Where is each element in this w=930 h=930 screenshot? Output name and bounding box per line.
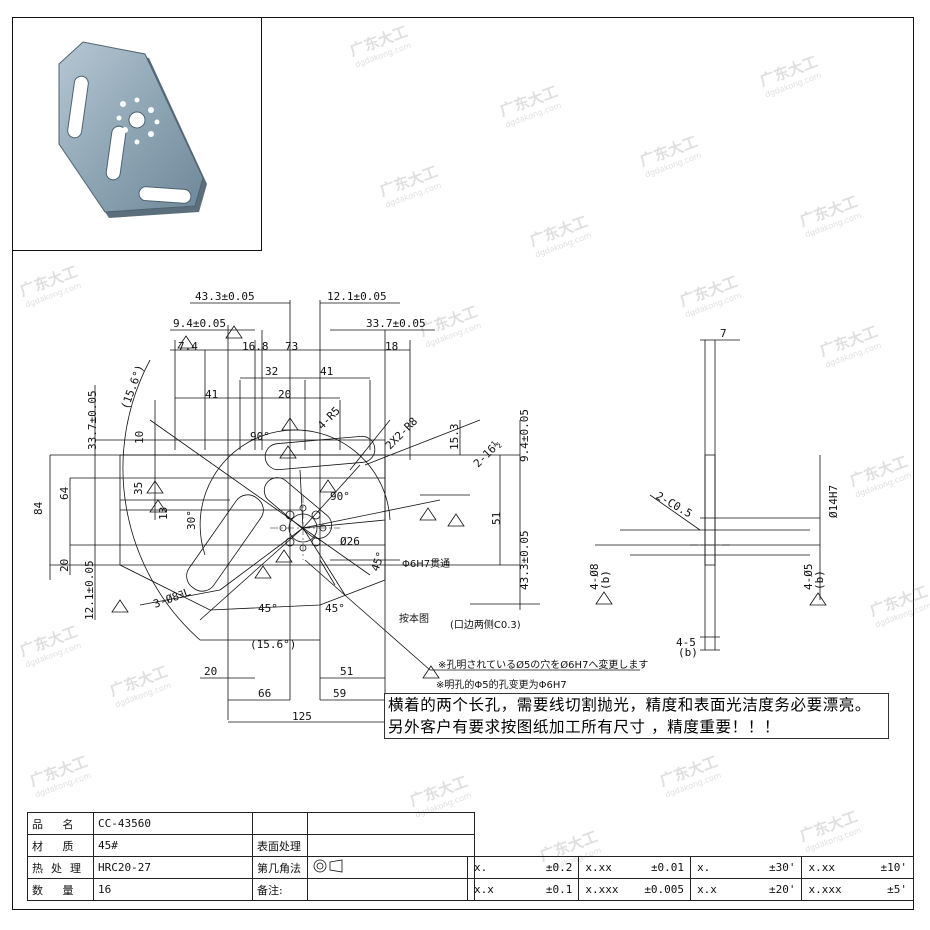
side-dim-4-08: 4-Ø8 xyxy=(588,564,601,591)
dim-32: 32 xyxy=(265,365,278,378)
value-surface-treatment xyxy=(307,834,475,857)
value-remarks xyxy=(307,878,475,901)
dim-41: 41 xyxy=(320,365,333,378)
tol-cell: x.x±20' xyxy=(690,878,803,901)
dim-bot-66: 66 xyxy=(258,687,271,700)
note-japanese: ※孔明されているØ5の穴をØ6H7へ変更します xyxy=(438,658,648,671)
ang-45a: 45° xyxy=(369,550,388,573)
dim-right-15-3: 15.3 xyxy=(448,424,461,451)
tol-cell: x.xxx±5' xyxy=(801,878,914,901)
dim-angle-15-6: (15.6°) xyxy=(119,363,147,411)
tolerance-row: x.±0.2 x.xx±0.01 x.±30' x.xx±10' xyxy=(466,856,914,879)
value-part-name: CC-43560 xyxy=(93,812,253,835)
value-empty xyxy=(307,812,475,835)
dim-16-8: 16.8 xyxy=(242,340,269,353)
side-dim-c05: 2-C0.5 xyxy=(654,489,695,520)
dim-41b: 41 xyxy=(205,388,218,401)
dim-right-51: 51 xyxy=(490,512,503,525)
value-quantity: 16 xyxy=(93,878,253,901)
tol-cell: x.±30' xyxy=(690,856,803,879)
isometric-view-box xyxy=(12,17,262,251)
side-dim-4-05: 4-Ø5 xyxy=(802,564,815,591)
side-dim-14h7: Ø14H7 xyxy=(827,485,840,518)
note-by-drawing: 按本图 xyxy=(399,612,429,625)
isometric-part-image xyxy=(58,41,207,218)
projection-symbol-cell xyxy=(307,856,475,879)
dim-left-35: 35 xyxy=(132,482,145,495)
tol-cell: x.xxx±0.005 xyxy=(578,878,692,901)
dim-right-9-4: 9.4±0.05 xyxy=(518,409,531,462)
slot-left xyxy=(186,494,264,592)
label-projection: 第几角法 xyxy=(252,856,308,879)
value-heat-treatment: HRC20-27 xyxy=(93,856,253,879)
tolerance-row: x.x±0.1 x.xxx±0.005 x.x±20' x.xxx±5' xyxy=(466,878,914,901)
note-c03: (口边两侧C0.3) xyxy=(450,618,521,631)
ang-30: 30° xyxy=(185,510,198,530)
ang-90a: 90° xyxy=(250,430,270,443)
title-row: 材 质 45# 表面处理 xyxy=(27,834,475,857)
dim-holes-3: 3-Ø8ﾖL xyxy=(152,585,193,611)
label-quantity: 数 量 xyxy=(27,878,94,901)
dim-43-3: 43.3±0.05 xyxy=(195,290,255,303)
first-angle-projection-icon xyxy=(313,859,343,873)
dim-73: 73 xyxy=(285,340,298,353)
dim-left-20: 20 xyxy=(58,559,71,572)
label-surface-treatment: 表面处理 xyxy=(252,834,308,857)
dim-bot-15-6: (15.6°) xyxy=(250,638,296,651)
side-dim-b3: (b) xyxy=(678,646,698,659)
title-block: 品 名 CC-43560 材 质 45# 表面处理 热处理 HRC20-27 第… xyxy=(27,812,914,902)
side-dim-b2: (b) xyxy=(813,570,826,590)
dim-bot-51: 51 xyxy=(340,665,353,678)
big-arc xyxy=(199,429,391,556)
note-chinese: ※明孔的Φ5的孔变更为Φ6H7 xyxy=(436,678,567,691)
title-block-table: 品 名 CC-43560 材 质 45# 表面处理 热处理 HRC20-27 第… xyxy=(27,812,475,901)
label-remarks: 备注: xyxy=(252,878,308,901)
ang-45b: 45° xyxy=(258,602,278,615)
title-row: 热处理 HRC20-27 第几角法 xyxy=(27,856,475,879)
dim-bot-59: 59 xyxy=(333,687,346,700)
dim-r5: 4-R5 xyxy=(315,404,343,432)
value-material: 45# xyxy=(93,834,253,857)
dim-bot-20: 20 xyxy=(204,665,217,678)
dim-left-12-1: 12.1±0.05 xyxy=(83,560,96,620)
machining-instruction-note: 横着的两个长孔，需要线切割抛光，精度和表面光洁度务必要漂亮。另外客户有要求按图纸… xyxy=(384,693,889,739)
label-heat-treatment: 热处理 xyxy=(27,856,94,879)
tol-cell: x.x±0.1 xyxy=(466,878,580,901)
tol-cell: x.xx±0.01 xyxy=(578,856,692,879)
title-row: 数 量 16 备注: xyxy=(27,878,475,901)
dia-26: Ø26 xyxy=(340,535,360,548)
label-part-name: 品 名 xyxy=(27,812,94,835)
note-phi6: Φ6H7贯通 xyxy=(402,558,450,570)
dim-left-64: 64 xyxy=(58,486,71,500)
title-row: 品 名 CC-43560 xyxy=(27,812,475,835)
dim-33-7: 33.7±0.05 xyxy=(366,317,426,330)
side-dim-b1: (b) xyxy=(599,570,612,590)
label-material: 材 质 xyxy=(27,834,94,857)
dim-bot-125: 125 xyxy=(292,710,312,723)
ang-45c: 45° xyxy=(325,602,345,615)
dim-tap: 2-16½ xyxy=(471,438,504,471)
label-empty xyxy=(252,812,308,835)
drawing-frame xyxy=(12,17,914,910)
dim-r8: 2X2-R8 xyxy=(383,415,420,452)
dim-7-4: 7.4 xyxy=(178,340,198,353)
ang-90b: 90° xyxy=(330,490,350,503)
tolerance-table: x.±0.2 x.xx±0.01 x.±30' x.xx±10' x.x±0.1… xyxy=(466,856,914,901)
dim-20: 20 xyxy=(278,388,291,401)
dim-9-4: 9.4±0.05 xyxy=(173,317,226,330)
dim-left-84: 84 xyxy=(32,501,45,515)
dim-left-10: 10 xyxy=(133,431,146,444)
dim-left-33-7: 33.7±0.05 xyxy=(86,390,99,450)
dim-left-13: 13 xyxy=(157,507,170,520)
side-dim-7: 7 xyxy=(720,327,727,340)
dim-18: 18 xyxy=(385,340,398,353)
dim-12-1: 12.1±0.05 xyxy=(327,290,387,303)
side-dim-4-5: 4-5 xyxy=(676,636,696,649)
dim-right-43-3: 43.3±0.05 xyxy=(518,530,531,590)
side-view-plate xyxy=(704,454,716,566)
tol-cell: x.xx±10' xyxy=(801,856,914,879)
tol-cell: x.±0.2 xyxy=(466,856,580,879)
